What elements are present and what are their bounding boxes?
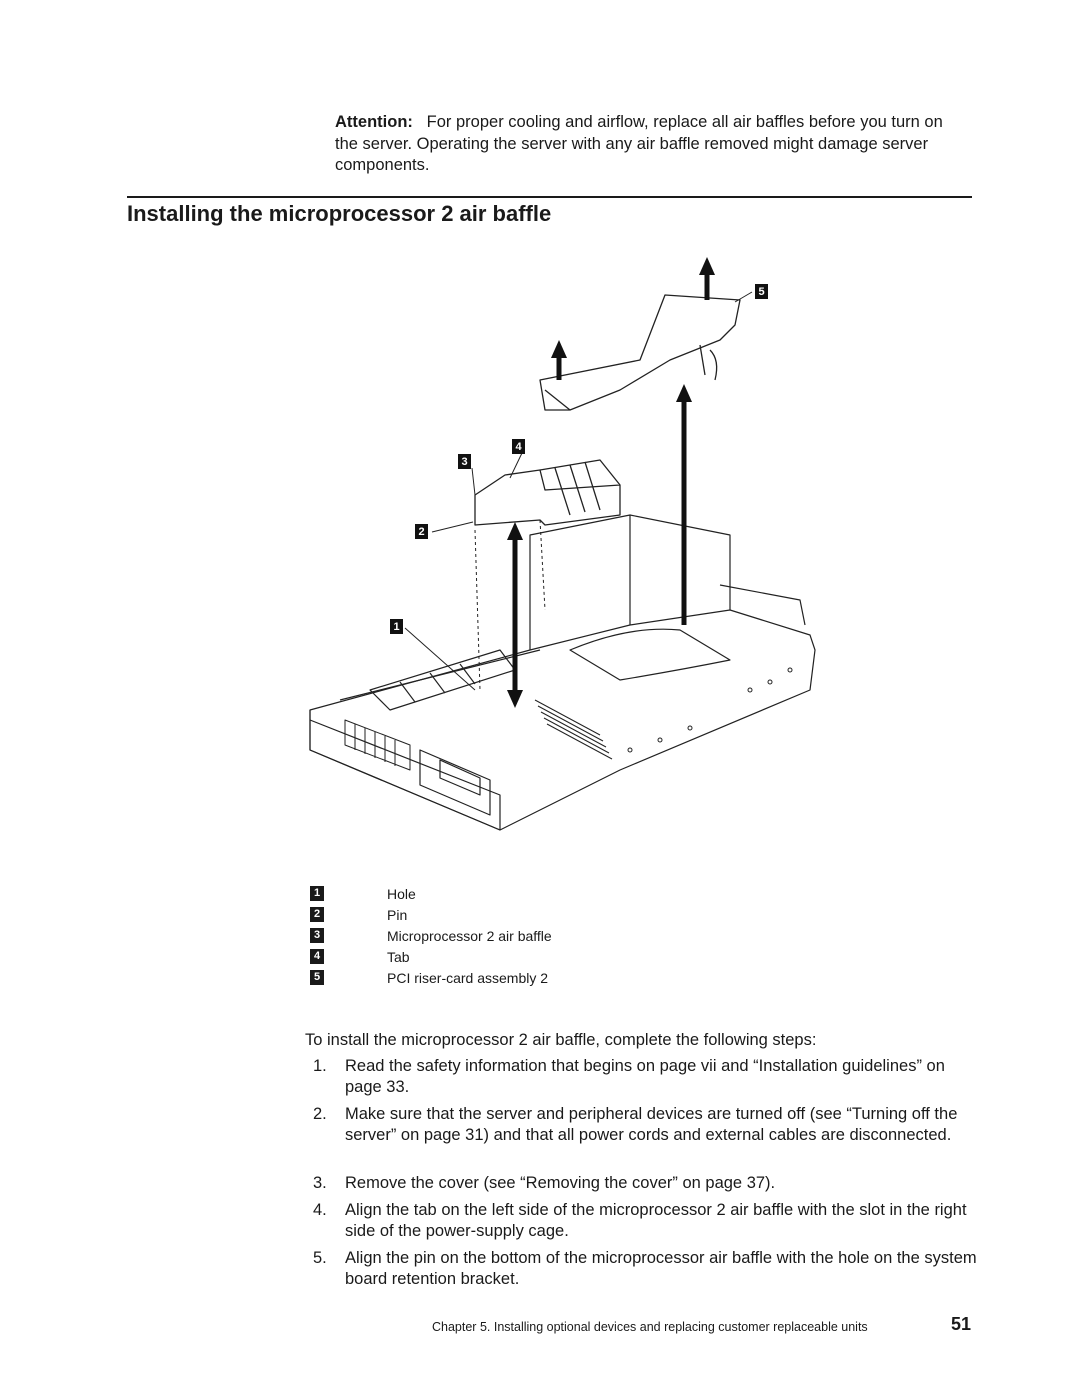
attention-label: Attention: [335, 113, 413, 131]
running-footer: Chapter 5. Installing optional devices a… [432, 1320, 868, 1334]
legend-label: Pin [387, 907, 408, 923]
svg-text:2: 2 [418, 526, 424, 538]
legend-label: PCI riser-card assembly 2 [387, 970, 549, 986]
svg-text:1: 1 [393, 621, 399, 633]
step-text: Make sure that the server and peripheral… [345, 1105, 958, 1144]
legend-number: 3 [310, 928, 324, 943]
legend-item: 2 Pin [310, 906, 710, 924]
section-heading: Installing the microprocessor 2 air baff… [127, 201, 552, 226]
attention-notice: Attention: For proper cooling and airflo… [335, 112, 965, 177]
step-text: Align the pin on the bottom of the micro… [345, 1249, 977, 1288]
pci-riser-card-assembly [539, 294, 741, 411]
legend-number: 2 [310, 907, 324, 922]
steps-intro: To install the microprocessor 2 air baff… [305, 1031, 817, 1049]
step-text: Remove the cover (see “Removing the cove… [345, 1174, 776, 1192]
legend-item: 5 PCI riser-card assembly 2 [310, 969, 710, 987]
direction-arrows [507, 257, 715, 708]
page-number: 51 [951, 1314, 972, 1334]
drive-bays [344, 719, 411, 771]
svg-text:5: 5 [758, 286, 764, 298]
callout-5 [755, 284, 768, 299]
legend-item: 4 Tab [310, 948, 710, 966]
step-number: 2. [313, 1105, 327, 1123]
dimm-slots [534, 699, 613, 760]
callout-1 [390, 619, 403, 634]
step-number: 3. [313, 1174, 327, 1192]
step-number: 5. [313, 1249, 327, 1267]
step-text: Read the safety information that begins … [345, 1057, 945, 1096]
legend-number: 5 [310, 970, 324, 985]
server-chassis [309, 609, 816, 831]
svg-text:4: 4 [515, 441, 522, 453]
heading-rule [127, 196, 972, 198]
legend-number: 1 [310, 886, 324, 901]
legend-number: 4 [310, 949, 324, 964]
attention-text: For proper cooling and airflow, replace … [335, 113, 943, 174]
step-text: Align the tab on the left side of the mi… [345, 1201, 967, 1240]
legend-item: 1 Hole [310, 885, 710, 903]
step-number: 4. [313, 1201, 327, 1219]
callout-2 [415, 524, 428, 539]
air-baffle-illustration: 1 2 3 4 5 [309, 257, 816, 831]
callout-3 [458, 454, 471, 469]
legend-label: Microprocessor 2 air baffle [387, 928, 552, 944]
callout-4 [512, 439, 525, 454]
svg-text:3: 3 [461, 456, 467, 468]
legend-item: 3 Microprocessor 2 air baffle [310, 927, 710, 945]
callout-badges: 1 2 3 4 5 [390, 284, 768, 634]
microprocessor-air-baffle [474, 459, 621, 526]
legend-label: Hole [387, 886, 416, 902]
legend-label: Tab [387, 949, 410, 965]
step-number: 1. [313, 1057, 327, 1075]
